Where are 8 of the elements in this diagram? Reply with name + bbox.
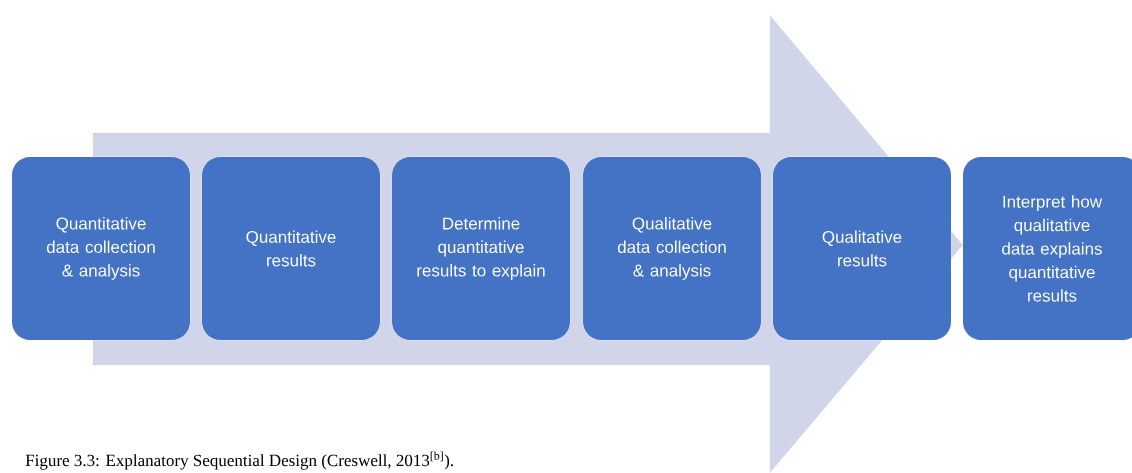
process-box: Qualitative data collection & analysis — [583, 157, 761, 340]
process-box: Qualitative results — [773, 157, 951, 340]
process-box: Quantitative results — [202, 157, 380, 340]
block-arrow — [92, 15, 963, 473]
process-box: Interpret how qualitative data explains quantitative results — [963, 157, 1132, 340]
process-box: Quantitative data collection & analysis — [12, 157, 190, 340]
process-box: Determine quantitative results to explain — [392, 157, 570, 340]
caption: Figure 3.3: Explanatory Sequential Design (Creswell, 2013$^{[b]}$). — [25, 451, 453, 470]
